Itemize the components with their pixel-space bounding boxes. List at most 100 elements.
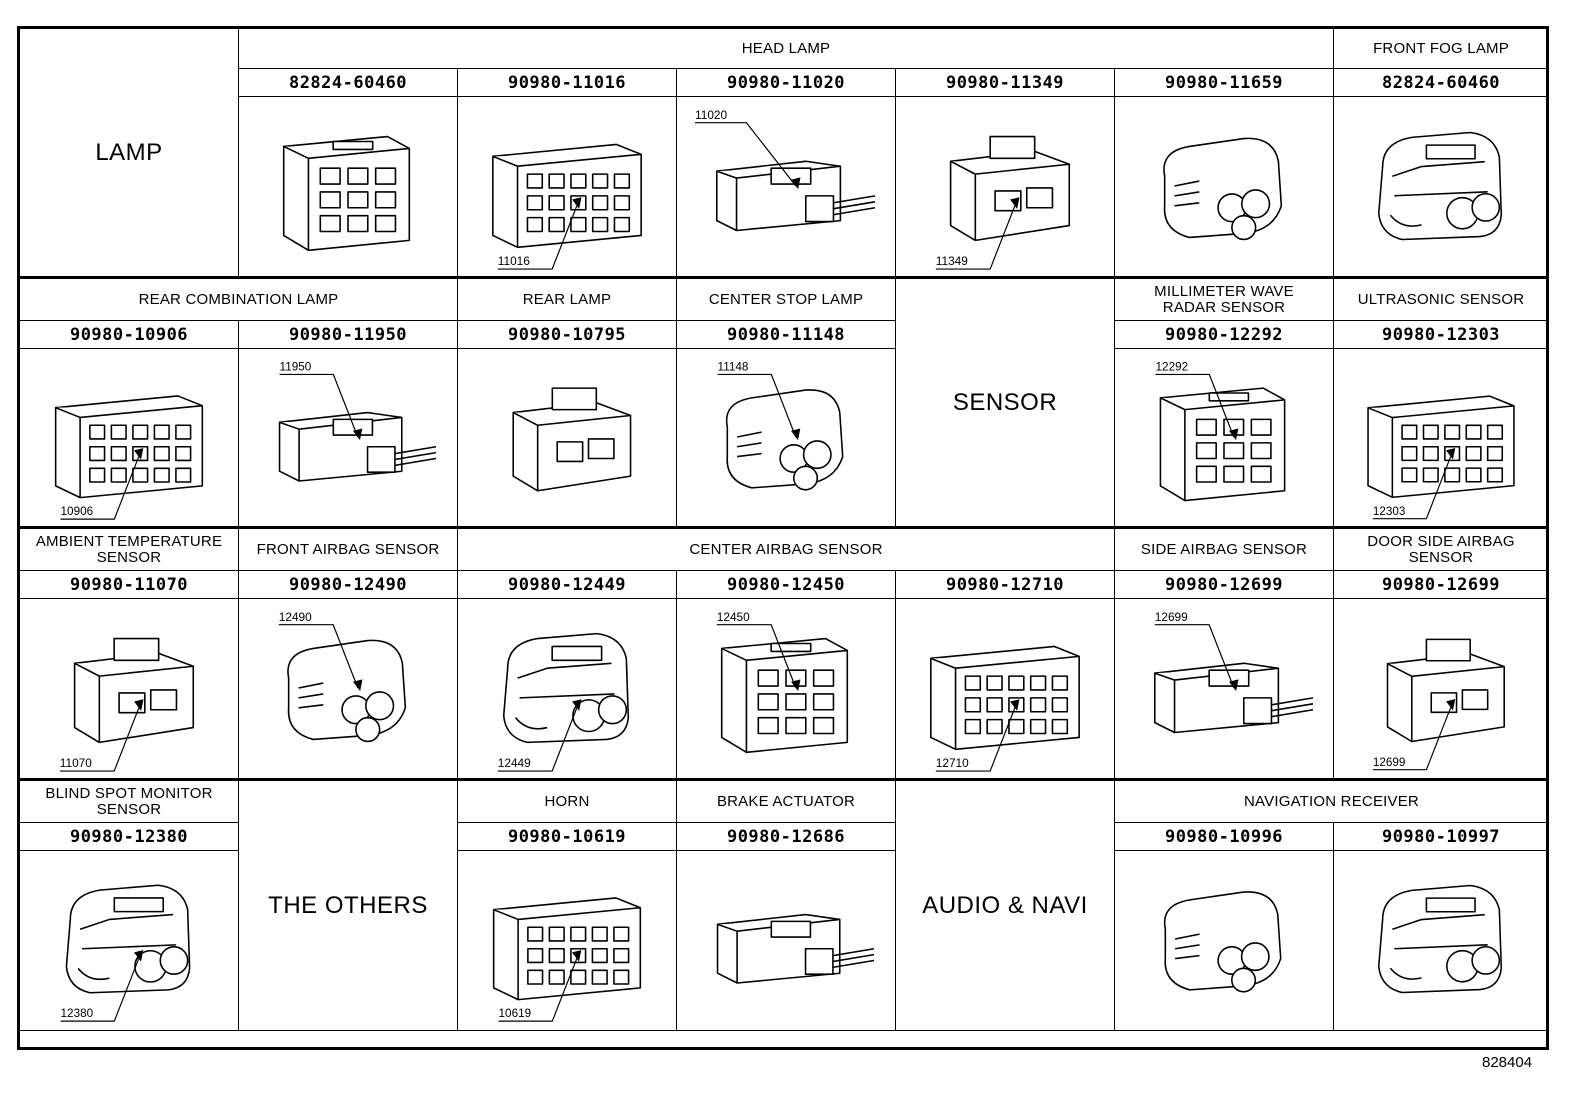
part-number: 90980-10619 [458,823,677,851]
connector-drawing [65,884,191,994]
callout-arrowhead [1445,699,1456,711]
callout-leader [1154,624,1235,689]
callout-arrowhead [1445,448,1456,460]
connector-icon: 11020 [695,108,876,232]
group-label: FRONT FOG LAMP [1373,39,1509,57]
callout-label: 12699 [1155,610,1188,624]
callout-label: 10906 [61,505,94,518]
group-label: LAMP [95,138,163,166]
part-number: 90980-11016 [458,69,677,97]
callout-arrowhead [572,950,582,962]
group-label: REAR COMBINATION LAMP [138,290,339,308]
connector-image [458,349,677,529]
callout-arrowhead [353,428,363,441]
group-side-airbag-sensor: SIDE AIRBAG SENSOR [1115,529,1334,571]
part-number: 90980-12710 [896,571,1115,599]
connector-drawing [1153,662,1314,734]
connector-drawing [502,632,630,744]
group-rear-lamp: REAR LAMP [458,279,677,321]
connector-drawing [720,637,849,754]
callout-leader [1155,373,1235,438]
part-number: 90980-12450 [677,571,896,599]
callout-leader [59,707,140,772]
group-the-others: THE OTHERS [239,781,458,1031]
group-label: THE OTHERS [268,891,428,919]
part-number: 90980-10795 [458,321,677,349]
connector-image: 10906 [20,349,239,529]
group-label: MILLIMETER WAVE RADAR SENSOR [1154,282,1294,316]
connector-image: 12710 [896,599,1115,781]
connector-icon: 12490 [279,610,407,743]
group-rear-combination-lamp: REAR COMBINATION LAMP [20,279,458,321]
connector-icon: 10906 [54,395,204,520]
connector-image: 11349 [896,97,1115,279]
callout-leader [497,205,578,270]
part-number: 90980-12699 [1334,571,1549,599]
figure-number: 828404 [1482,1054,1533,1071]
callout-arrowhead [353,679,363,692]
connector-drawing [73,637,195,744]
group-label: ULTRASONIC SENSOR [1357,290,1525,308]
part-number: 90980-12686 [677,823,896,851]
group-label: REAR LAMP [522,290,612,308]
connector-icon: 12710 [930,645,1080,772]
callout-label: 12699 [1373,756,1405,769]
group-label: SENSOR [952,388,1058,416]
connector-icon [282,135,411,252]
callout-leader [1372,707,1452,771]
callout-leader [497,707,578,772]
group-label: CENTER STOP LAMP [708,290,864,308]
connector-drawing [716,913,875,984]
group-label: CENTER AIRBAG SENSOR [689,540,883,558]
connector-drawing [1163,137,1283,241]
connector-image: 10619 [458,851,677,1031]
callout-arrowhead [1229,428,1239,441]
connector-drawing [1163,891,1282,993]
part-number: 90980-11659 [1115,69,1334,97]
callout-label: 12490 [279,610,312,624]
callout-label: 12710 [936,756,969,770]
connector-image: 12490 [239,599,458,781]
part-number: 90980-12490 [239,571,458,599]
callout-label: 11950 [280,361,312,374]
connector-image: 12303 [1334,349,1549,529]
callout-label: 12450 [717,610,750,624]
group-label: DOOR SIDE AIRBAG SENSOR [1367,532,1515,566]
connector-drawing [492,897,642,1001]
callout-label: 12449 [498,756,531,770]
connector-icon: 12450 [716,610,849,754]
part-number: 90980-10906 [20,321,239,349]
callout-label: 12380 [61,1007,94,1020]
callout-arrowhead [134,950,144,962]
part-number: 90980-12292 [1115,321,1334,349]
connector-icon [1377,131,1503,241]
connector-icon: 12303 [1367,395,1515,520]
connector-drawing [725,389,844,491]
callout-leader [1372,456,1452,520]
callout-arrowhead [572,699,582,711]
part-number: 90980-12380 [20,823,239,851]
connector-image [1115,851,1334,1031]
callout-arrowhead [572,197,582,209]
group-sensor: SENSOR [896,279,1115,529]
callout-leader [279,373,359,438]
connector-icon: 12292 [1155,361,1286,502]
group-horn: HORN [458,781,677,823]
group-label: FRONT AIRBAG SENSOR [256,540,440,558]
connector-drawing [512,387,632,492]
group-brake-actuator: BRAKE ACTUATOR [677,781,896,823]
callout-leader [716,624,797,689]
group-label: HORN [544,792,590,810]
callout-arrowhead [134,699,144,711]
callout-arrowhead [1229,679,1239,692]
connector-drawing [930,645,1080,751]
callout-label: 10619 [499,1007,532,1020]
connector-icon: 12699 [1153,610,1314,734]
connector-icon [1163,137,1283,241]
connector-icon: 12699 [1372,638,1505,771]
callout-arrowhead [791,428,801,441]
connector-image: 11950 [239,349,458,529]
callout-leader [498,958,578,1022]
group-ultrasonic-sensor: ULTRASONIC SENSOR [1334,279,1549,321]
connector-drawing [1377,884,1503,994]
